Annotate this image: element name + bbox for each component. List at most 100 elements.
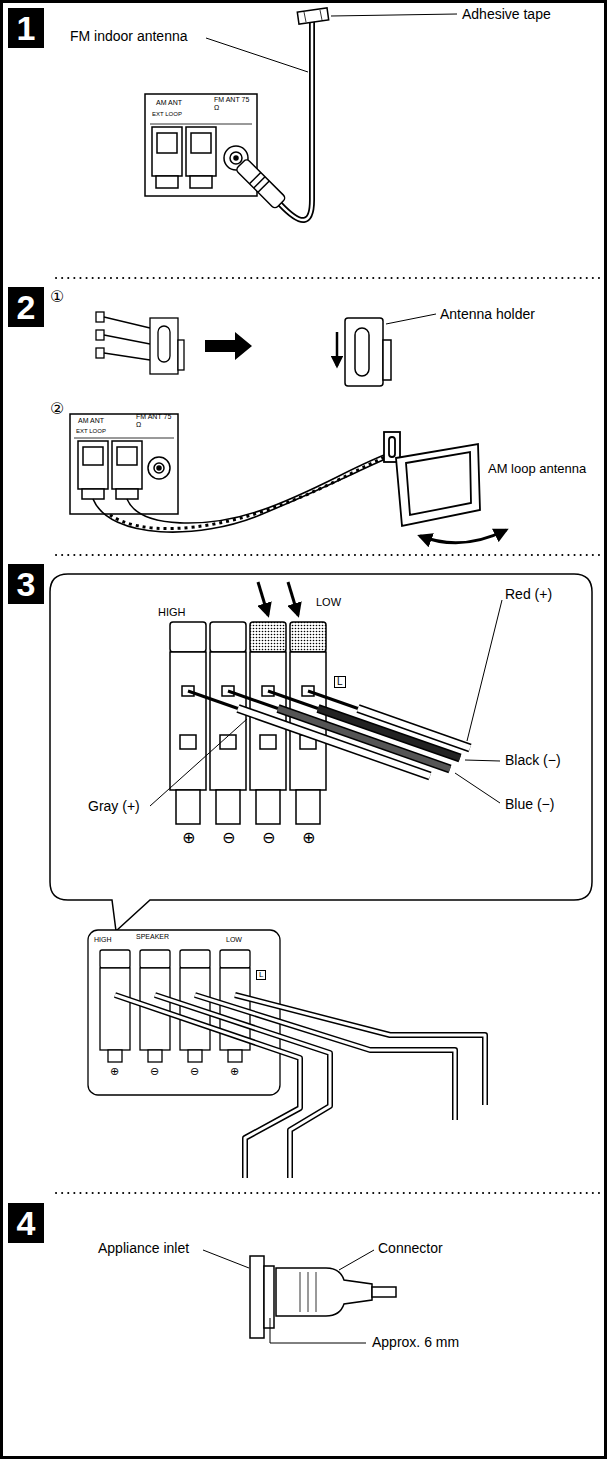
- step-separator: [56, 1192, 600, 1194]
- speaker-terminal-panel: [100, 968, 130, 1050]
- part-label: Black (−): [505, 752, 561, 768]
- part-label: Gray (+): [88, 798, 140, 814]
- leader-line: [339, 1250, 374, 1270]
- leader-line: [206, 38, 308, 72]
- speaker-terminal: [290, 622, 326, 652]
- part-label: HIGH: [94, 936, 112, 944]
- antenna-terminal-panel: [156, 176, 178, 188]
- am-loop-antenna: [396, 444, 480, 526]
- rotate-arrow: [420, 530, 506, 543]
- fm-antenna-wire: [280, 20, 312, 220]
- am-loop-antenna: [389, 437, 395, 457]
- step-number-box: 4: [8, 1203, 44, 1243]
- speaker-terminal-panel: [220, 950, 250, 968]
- part-label: L: [334, 676, 346, 688]
- antenna-holder-parts: [158, 326, 170, 362]
- step-number: 4: [17, 1206, 36, 1240]
- part-label: AM loop antenna: [488, 462, 586, 477]
- speaker-cable: [155, 995, 330, 1178]
- press-arrow: [288, 582, 298, 615]
- fm-antenna-wire: [280, 20, 312, 220]
- speaker-cable: [195, 995, 455, 1120]
- speaker-terminal: [260, 735, 276, 749]
- leader-line: [203, 1250, 374, 1343]
- part-label: ①: [50, 288, 64, 306]
- speaker-terminal: [296, 790, 320, 824]
- part-label: ⊕: [302, 829, 315, 847]
- antenna-terminal-panel: [78, 441, 108, 489]
- part-label: ⊕: [230, 1065, 239, 1078]
- part-label: Approx. 6 mm: [372, 1334, 459, 1350]
- speaker-wire: [268, 691, 318, 709]
- step-number-box: 3: [8, 564, 44, 604]
- part-label: SPEAKER: [136, 933, 169, 941]
- part-label: FM ANT 75 Ω: [136, 413, 172, 429]
- part-label: LOW: [316, 596, 341, 609]
- fm-antenna-plug: [258, 181, 269, 192]
- leader-line: [386, 314, 436, 324]
- press-arrow: [258, 582, 268, 615]
- speaker-terminal-panel: [180, 950, 210, 968]
- antenna-holder-parts: [104, 317, 150, 328]
- speaker-terminal: [176, 790, 200, 824]
- antenna-terminal-panel: [112, 441, 142, 489]
- speaker-terminal: [256, 790, 280, 824]
- part-label: EXT LOOP: [76, 428, 106, 435]
- speaker-terminal: [210, 652, 246, 790]
- speaker-cable: [115, 995, 485, 1178]
- power-connector: [300, 1272, 301, 1312]
- speaker-terminal: [210, 622, 246, 652]
- am-loop-antenna: [406, 452, 471, 515]
- antenna-holder: [383, 340, 391, 380]
- antenna-terminal-panel: [148, 457, 170, 479]
- power-connector: [308, 1272, 309, 1312]
- antenna-terminal-panel: [145, 94, 257, 196]
- speaker-terminal: [216, 790, 240, 824]
- part-label: Antenna holder: [440, 306, 535, 322]
- callout-balloon: [50, 574, 592, 931]
- speaker-wire: [278, 709, 450, 770]
- speaker-wire: [228, 691, 278, 709]
- speaker-terminal: [170, 622, 206, 652]
- antenna-holder-parts: [104, 335, 150, 344]
- leader-line: [150, 600, 502, 806]
- adhesive-tape: [320, 10, 322, 20]
- power-connector: [316, 1272, 317, 1312]
- part-label: ⊖: [150, 1065, 159, 1078]
- press-arrow: [258, 582, 298, 615]
- leader-line: [386, 314, 436, 324]
- step-number: 1: [17, 11, 36, 45]
- speaker-terminal: [170, 652, 206, 790]
- speaker-cable: [195, 995, 455, 1120]
- fm-antenna-wire: [280, 20, 312, 220]
- appliance-inlet: [264, 1266, 274, 1328]
- fm-antenna-plug: [235, 158, 286, 209]
- adhesive-tape: [297, 8, 328, 24]
- speaker-terminal-panel: [228, 1050, 242, 1062]
- power-connector: [372, 1287, 396, 1297]
- antenna-holder-parts: [96, 312, 184, 374]
- speaker-terminal-panel: [188, 1050, 202, 1062]
- part-label: ⊖: [222, 829, 235, 847]
- am-antenna-wire: [93, 452, 392, 532]
- speaker-cable: [115, 995, 300, 1178]
- antenna-terminal-panel: [157, 133, 177, 153]
- antenna-terminal-panel: [234, 156, 238, 160]
- step-number-box: 1: [8, 8, 44, 48]
- speaker-wire: [358, 709, 470, 749]
- antenna-holder-parts: [96, 348, 104, 358]
- leader-line: [270, 1318, 366, 1343]
- antenna-holder: [355, 328, 369, 376]
- speaker-terminal: [180, 735, 196, 749]
- part-label: FM ANT 75 Ω: [214, 96, 250, 112]
- antenna-terminal-panel: [150, 124, 252, 125]
- part-label: L: [256, 970, 266, 980]
- antenna-terminal-panel: [83, 447, 103, 465]
- antenna-terminal-panel: [190, 176, 212, 188]
- leader-line: [203, 1250, 249, 1268]
- speaker-terminal: [250, 622, 286, 652]
- antenna-holder-parts: [96, 330, 104, 340]
- antenna-holder-parts: [178, 340, 184, 370]
- antenna-holder-parts: [96, 312, 104, 322]
